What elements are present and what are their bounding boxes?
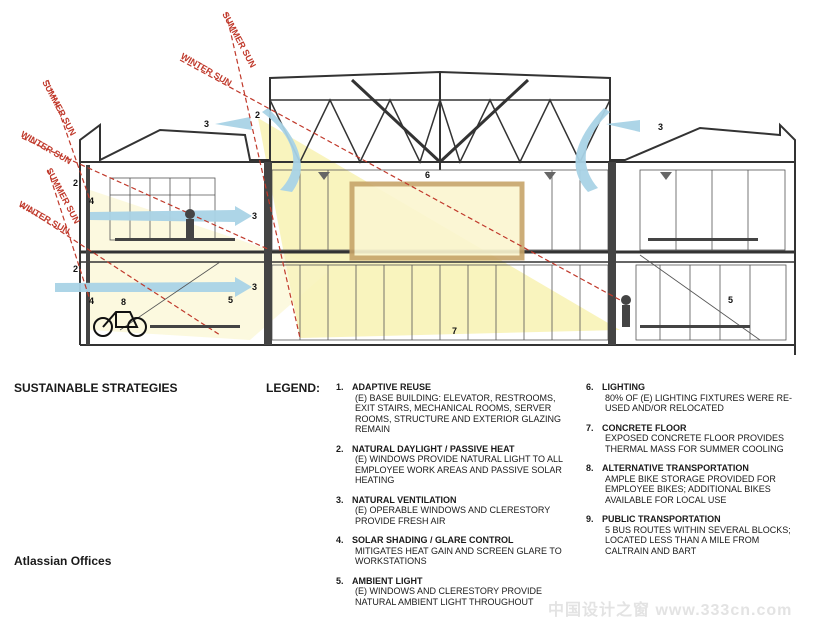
callout-number: 4 [89, 296, 94, 306]
legend-item-number: 8. [586, 463, 594, 473]
legend-item-title: CONCRETE FLOOR [602, 422, 687, 433]
legend-item-number: 6. [586, 382, 594, 392]
legend-item-number: 5. [336, 575, 344, 586]
callout-number: 5 [728, 295, 733, 305]
legend-item-title: ALTERNATIVE TRANSPORTATION [602, 463, 749, 473]
winter-sun-label: WINTER SUN [179, 51, 233, 88]
legend-item-description: EXPOSED CONCRETE FLOOR PROVIDES THERMAL … [605, 433, 785, 454]
ceiling-lights [318, 172, 672, 180]
legend-item-title: AMBIENT LIGHT [352, 575, 423, 586]
callout-number: 2 [255, 110, 260, 120]
project-name: Atlassian Offices [14, 554, 112, 568]
legend-item-title: LIGHTING [602, 382, 645, 392]
meeting-room-frame [349, 181, 525, 261]
legend-item-title: PUBLIC TRANSPORTATION [602, 514, 721, 524]
callout-number: 4 [89, 196, 94, 206]
callout-number: 8 [121, 297, 126, 307]
callout-number: 2 [73, 178, 78, 188]
sun-rays [19, 11, 621, 339]
callout-number: 7 [452, 326, 457, 336]
callout-number: 3 [252, 282, 257, 292]
callout-number: 3 [658, 122, 663, 132]
legend-item: 2. NATURAL DAYLIGHT / PASSIVE HEAT(E) WIN… [336, 444, 571, 486]
legend-item: 3. NATURAL VENTILATION(E) OPERABLE WINDOW… [336, 495, 571, 527]
legend-item-description: MITIGATES HEAT GAIN AND SCREEN GLARE TO … [355, 545, 562, 567]
roof-truss [269, 72, 611, 170]
legend-item-description: (E) BASE BUILDING: ELEVATOR, RESTROOMS, … [355, 392, 562, 435]
callout-number: 3 [252, 211, 257, 221]
legend-item-number: 4. [336, 535, 344, 545]
winter-sun-label: WINTER SUN [19, 129, 73, 166]
numbered-callouts: 2 3 3 2 4 3 2 4 8 5 3 6 7 5 [73, 110, 733, 336]
legend-item-number: 9. [586, 514, 594, 524]
legend-item-title: NATURAL VENTILATION [352, 494, 457, 505]
legend-item-title: NATURAL DAYLIGHT / PASSIVE HEAT [352, 443, 515, 454]
summer-sun-label: SUMMER SUN [40, 78, 78, 137]
airflow-arrows [55, 108, 640, 297]
callout-number: 6 [425, 170, 430, 180]
legend-item-description: 5 BUS ROUTES WITHIN SEVERAL BLOCKS; LOCA… [605, 524, 791, 556]
legend-item: 5. AMBIENT LIGHT(E) WINDOWS AND CLERESTOR… [336, 576, 571, 608]
legend-heading: LEGEND: [266, 381, 320, 395]
legend-item: 1. ADAPTIVE REUSE(E) BASE BUILDING: ELEVA… [336, 382, 571, 435]
legend-column-left: 1. ADAPTIVE REUSE(E) BASE BUILDING: ELEVA… [336, 382, 571, 616]
sustainable-strategies-title: SUSTAINABLE STRATEGIES [14, 381, 178, 395]
callout-number: 2 [73, 264, 78, 274]
columns [86, 162, 616, 345]
callout-number: 5 [228, 295, 233, 305]
legend-item-number: 7. [586, 422, 594, 433]
legend-item-number: 2. [336, 443, 344, 454]
legend-item-description: 80% OF (E) LIGHTING FIXTURES WERE RE-USE… [605, 392, 793, 414]
bicycle-icon [93, 311, 147, 337]
watermark: 中国设计之窗 www.333cn.com [548, 602, 793, 619]
legend-item-description: (E) OPERABLE WINDOWS AND CLERESTORY PROV… [355, 505, 551, 526]
legend-item-description: (E) WINDOWS PROVIDE NATURAL LIGHT TO ALL… [355, 454, 563, 485]
legend-item-description: AMPLE BIKE STORAGE PROVIDED FOR EMPLOYEE… [605, 473, 776, 505]
legend-item-number: 1. [336, 382, 344, 392]
furniture [115, 209, 758, 328]
legend-item-number: 3. [336, 494, 344, 505]
legend-item-title: SOLAR SHADING / GLARE CONTROL [352, 535, 514, 545]
legend-item-title: ADAPTIVE REUSE [352, 382, 432, 392]
callout-number: 3 [204, 119, 209, 129]
legend-item-description: (E) WINDOWS AND CLERESTORY PROVIDE NATUR… [355, 586, 543, 607]
summer-sun-label: SUMMER SUN [220, 10, 258, 69]
